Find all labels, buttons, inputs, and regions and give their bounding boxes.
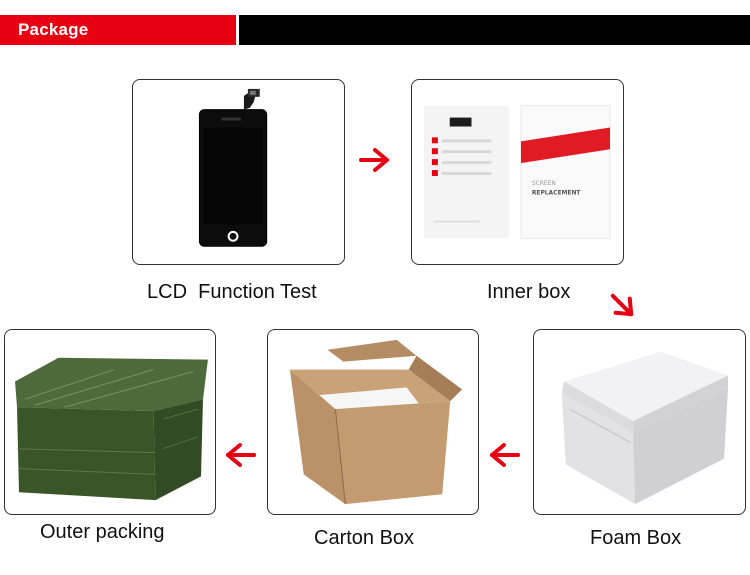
caption-lcd-function-test: LCD Function Test	[147, 281, 317, 303]
arrow-left-icon	[224, 442, 258, 468]
outer-packing-photo-frame	[4, 329, 216, 515]
inner-box-image: SCREEN REPLACEMENT	[424, 105, 611, 239]
inner-box-print-screen: SCREEN	[532, 180, 556, 187]
carton-box-image	[289, 339, 463, 505]
section-header-bar	[239, 15, 750, 45]
section-header-red: Package	[0, 15, 236, 45]
arrow-right-icon	[357, 147, 391, 173]
lcd-photo-frame	[132, 79, 345, 265]
caption-inner-box: Inner box	[487, 281, 571, 303]
section-title: Package	[18, 20, 89, 39]
caption-outer-packing: Outer packing	[40, 521, 165, 543]
inner-box-print-replacement: REPLACEMENT	[532, 190, 581, 197]
caption-carton-box: Carton Box	[314, 527, 415, 549]
foam-box-photo-frame	[533, 329, 746, 515]
caption-foam-box: Foam Box	[590, 527, 682, 549]
inner-box-photo-frame: SCREEN REPLACEMENT	[411, 79, 624, 265]
lcd-screen-image	[198, 88, 268, 247]
carton-box-photo-frame	[267, 329, 479, 515]
arrow-down-right-icon	[601, 284, 643, 326]
outer-packing-image	[15, 357, 208, 501]
arrow-left-icon	[488, 442, 522, 468]
foam-box-image	[561, 351, 729, 505]
